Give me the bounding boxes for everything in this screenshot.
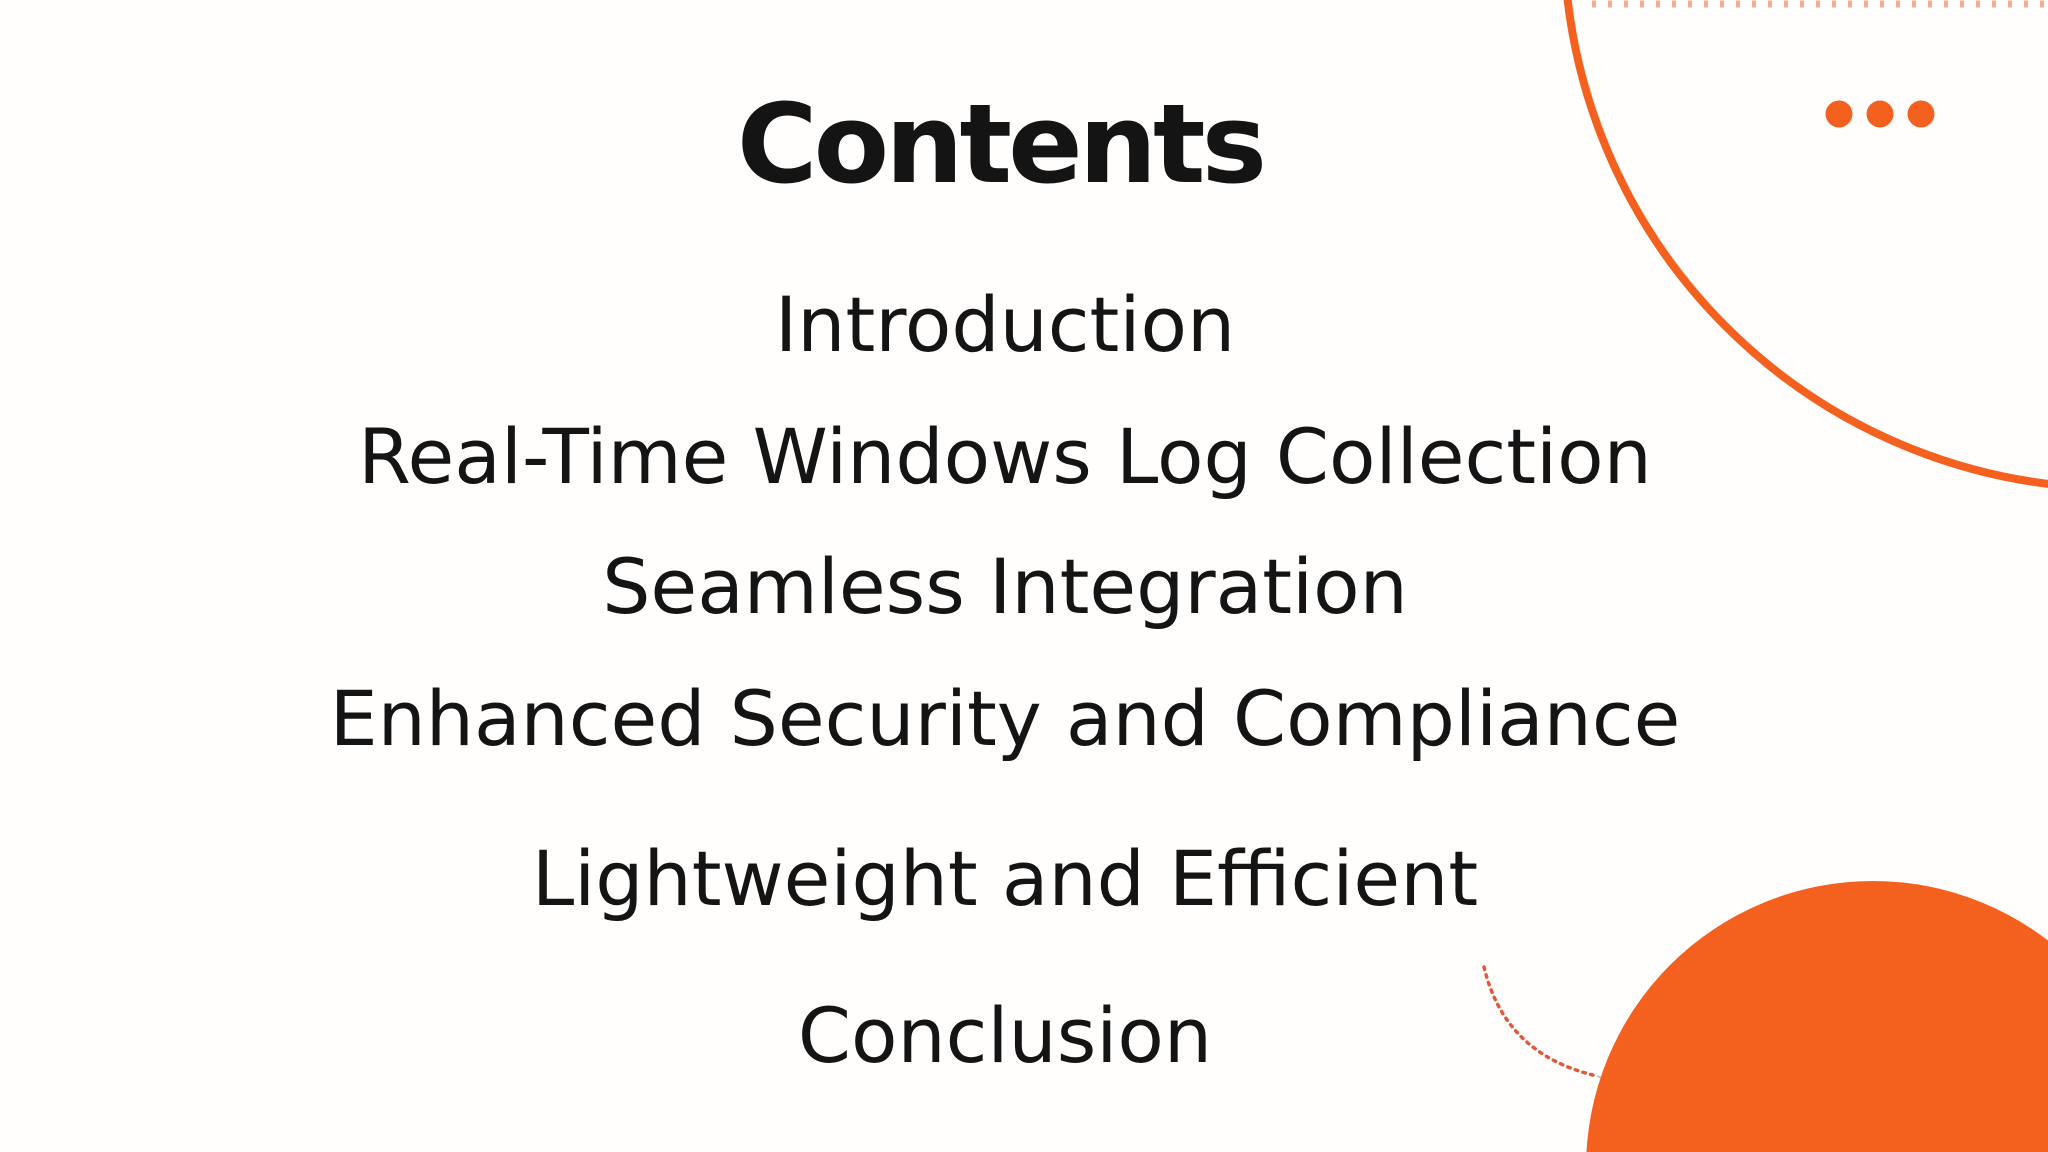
contents-item-lightweight: Lightweight and Efficient xyxy=(531,834,1479,923)
page-title: Contents xyxy=(736,80,1267,208)
contents-item-conclusion: Conclusion xyxy=(797,991,1213,1080)
dot-icon xyxy=(1866,100,1894,128)
contents-item-introduction: Introduction xyxy=(774,280,1236,369)
three-dots-ornament xyxy=(1825,100,1935,128)
dot-icon xyxy=(1907,100,1935,128)
dot-icon xyxy=(1825,100,1853,128)
contents-item-integration: Seamless Integration xyxy=(602,542,1408,631)
contents-item-log-collection: Real-Time Windows Log Collection xyxy=(358,412,1652,501)
filled-circle-ornament xyxy=(1586,881,2048,1152)
dotted-arc-ornament xyxy=(1482,965,1599,1078)
contents-item-security-compliance: Enhanced Security and Compliance xyxy=(329,674,1681,763)
